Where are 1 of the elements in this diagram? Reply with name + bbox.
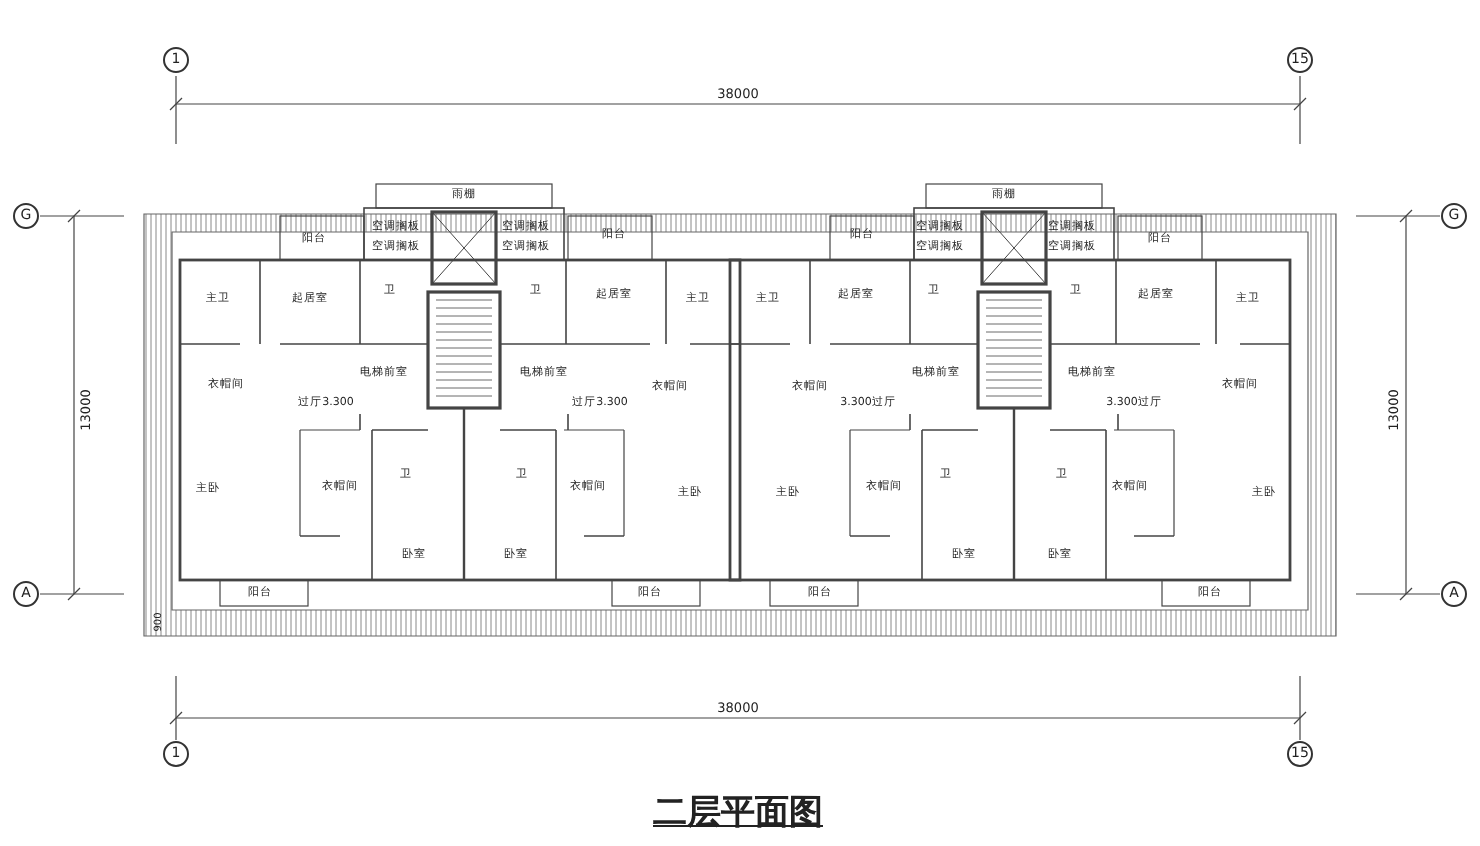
drawing-title: 二层平面图 (653, 791, 823, 835)
